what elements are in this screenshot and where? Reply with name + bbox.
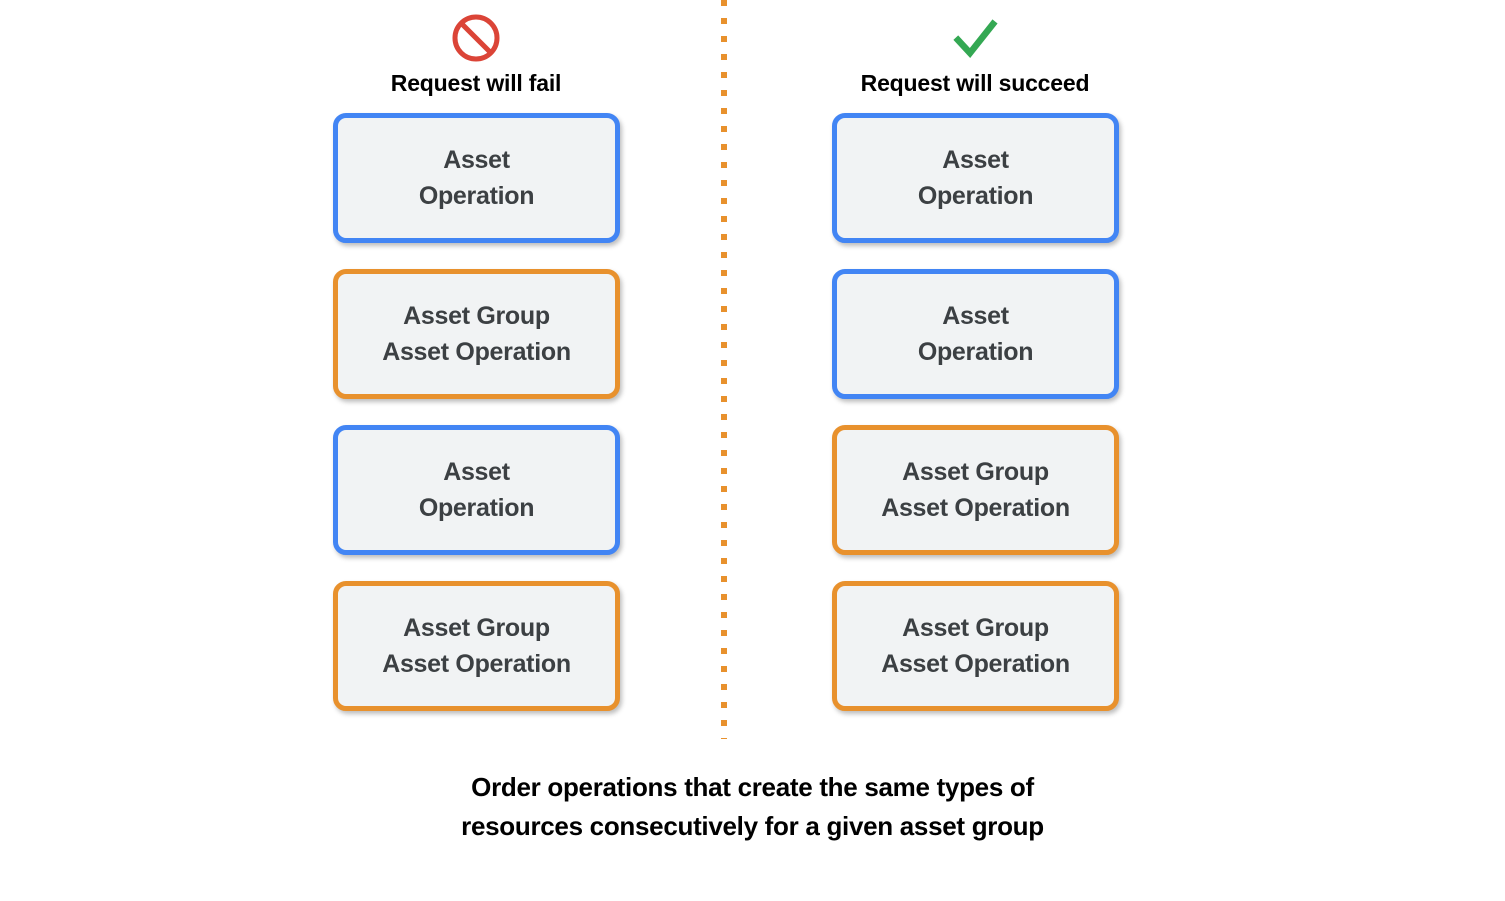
- flow-box-label: Asset Operation: [917, 302, 1034, 366]
- diagram-caption: Order operations that create the same ty…: [0, 768, 1505, 846]
- flow-box-label: Asset Operation: [418, 458, 535, 522]
- flow-box[interactable]: Asset Group Asset Operation: [832, 425, 1119, 555]
- column-title-fail: Request will fail: [390, 70, 562, 96]
- box-stack-succeed: Asset Operation Asset Operation Asset Gr…: [832, 113, 1119, 737]
- flow-box[interactable]: Asset Operation: [333, 113, 620, 243]
- flow-box[interactable]: Asset Group Asset Operation: [832, 581, 1119, 711]
- caption-line-2: resources consecutively for a given asse…: [461, 811, 1044, 841]
- vertical-dotted-divider: [721, 0, 727, 739]
- flow-box[interactable]: Asset Group Asset Operation: [333, 269, 620, 399]
- flow-box-label: Asset Group Asset Operation: [382, 302, 571, 366]
- column-title-succeed: Request will succeed: [860, 70, 1090, 96]
- flow-box[interactable]: Asset Operation: [832, 269, 1119, 399]
- flow-box[interactable]: Asset Group Asset Operation: [333, 581, 620, 711]
- flow-box-label: Asset Group Asset Operation: [881, 614, 1070, 678]
- caption-line-1: Order operations that create the same ty…: [471, 772, 1034, 802]
- column-header-succeed: Request will succeed: [825, 12, 1125, 96]
- flow-box[interactable]: Asset Operation: [333, 425, 620, 555]
- flow-box-label: Asset Operation: [917, 146, 1034, 210]
- flow-box-label: Asset Group Asset Operation: [382, 614, 571, 678]
- flow-box[interactable]: Asset Operation: [832, 113, 1119, 243]
- column-header-fail: Request will fail: [326, 12, 626, 96]
- checkmark-icon: [953, 19, 998, 58]
- prohibition-icon: [452, 14, 500, 62]
- flow-box-label: Asset Group Asset Operation: [881, 458, 1070, 522]
- flow-box-label: Asset Operation: [418, 146, 535, 210]
- box-stack-fail: Asset Operation Asset Group Asset Operat…: [333, 113, 620, 737]
